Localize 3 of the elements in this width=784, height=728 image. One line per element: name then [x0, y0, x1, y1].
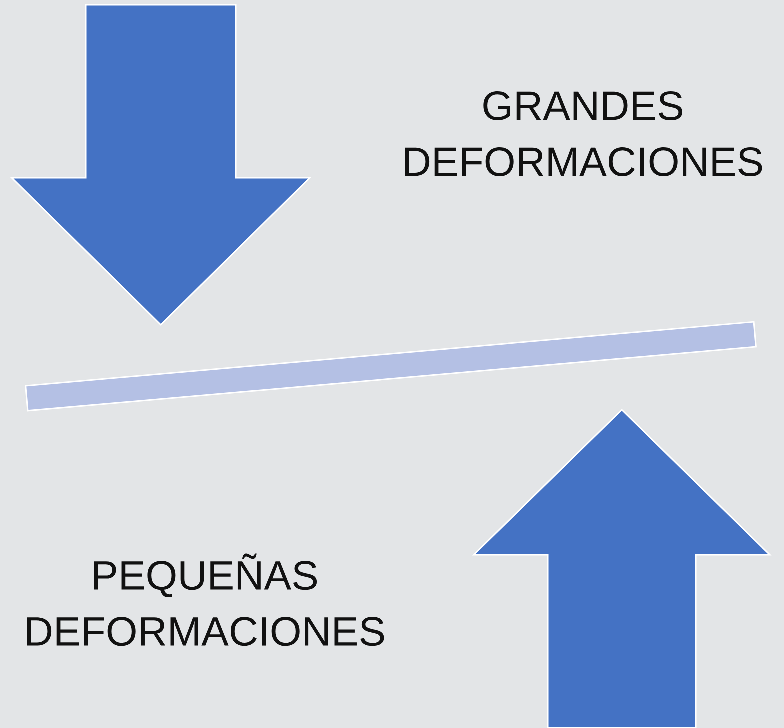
caption-text: PEQUEÑAS DEFORMACIONES	[27, 554, 384, 646]
beam-bar	[25, 321, 757, 412]
caption-text: GRANDES DEFORMACIONES	[405, 91, 762, 177]
